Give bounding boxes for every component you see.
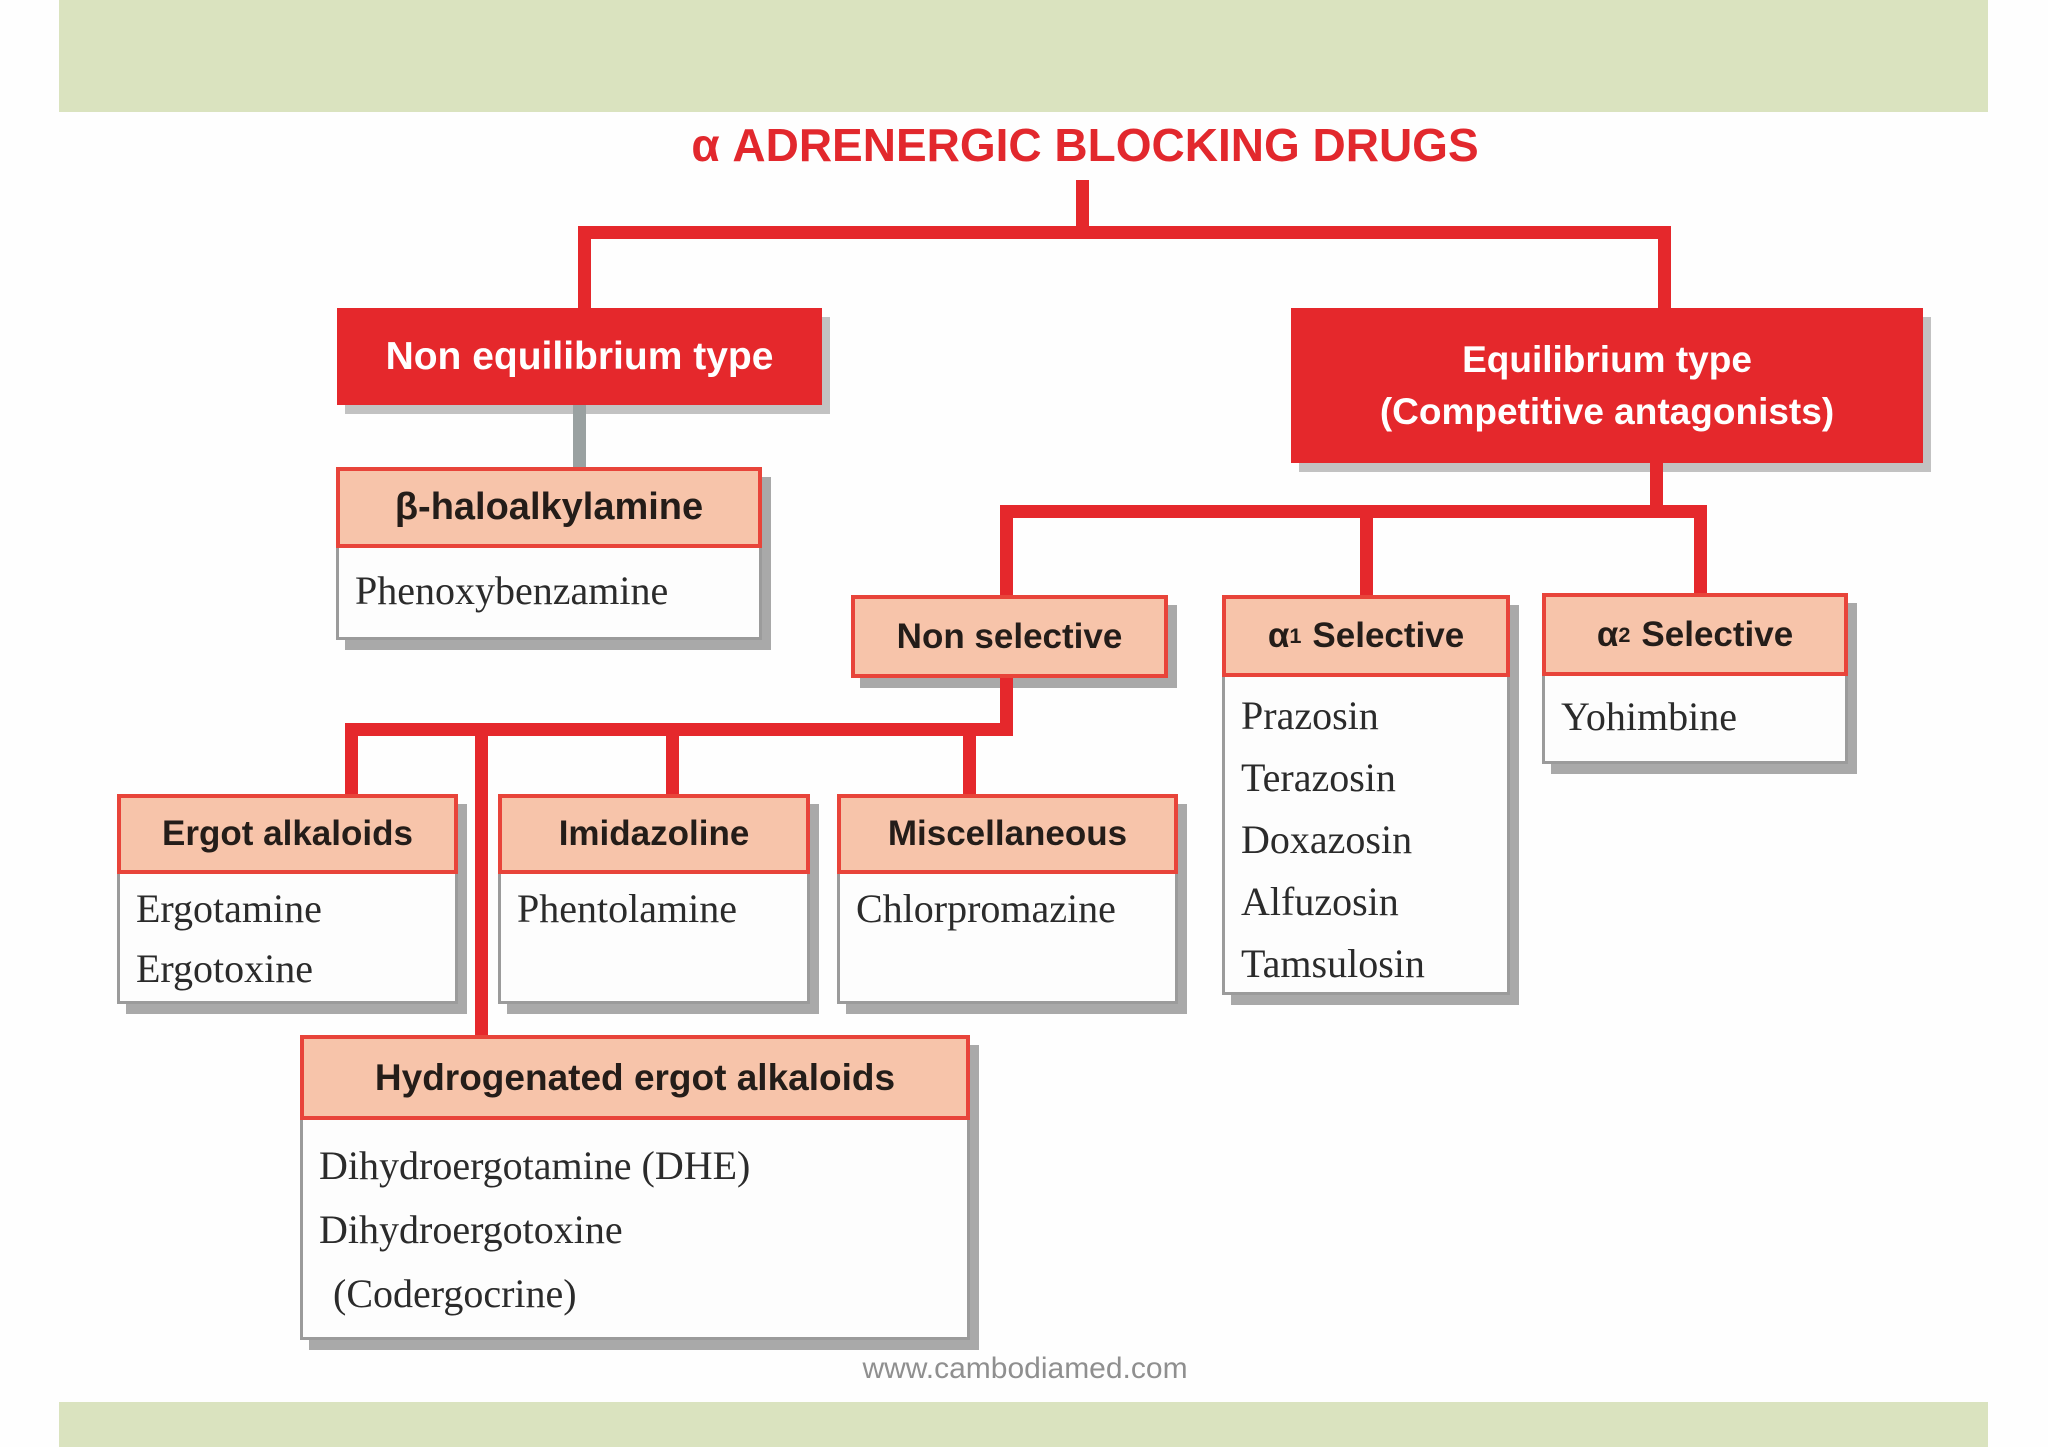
node-drug-list: Dihydroergotamine (DHE) Dihydroergotoxin… [300, 1120, 970, 1340]
connector-drop-hydrogenated [475, 723, 488, 1039]
watermark-url: www.cambodiamed.com [862, 1352, 1188, 1385]
drug-item: Ergotoxine [136, 946, 314, 991]
node-imidazoline: Imidazoline Phentolamine [498, 794, 810, 1004]
header-label: Imidazoline [558, 814, 750, 853]
connector-drop-non-selective [1000, 505, 1013, 597]
node-header: Non selective [851, 595, 1168, 678]
alpha-subscript: 2 [1618, 621, 1631, 647]
header-label: Non selective [896, 616, 1123, 656]
top-green-band [59, 0, 1988, 112]
header-label: Selective [1641, 614, 1794, 654]
node-non-selective: Non selective [851, 595, 1168, 678]
node-label: Non equilibrium type [385, 334, 774, 378]
drug-item: Phenoxybenzamine [355, 568, 669, 613]
drug-item: Prazosin [1241, 693, 1379, 738]
alpha-subscript: 1 [1289, 623, 1302, 648]
drug-item: Doxazosin [1241, 817, 1413, 862]
node-non-equilibrium-type: Non equilibrium type [337, 308, 822, 405]
node-header: Hydrogenated ergot alkaloids [300, 1035, 970, 1120]
node-miscellaneous: Miscellaneous Chlorpromazine [837, 794, 1178, 1004]
node-equilibrium-type: Equilibrium type (Competitive antagonist… [1291, 308, 1923, 463]
drug-item: Phentolamine [517, 886, 737, 931]
node-header: Imidazoline [498, 794, 810, 874]
node-drug-list: Yohimbine [1542, 676, 1848, 764]
drug-item: Ergotamine [136, 886, 322, 931]
node-hydrogenated-ergot-alkaloids: Hydrogenated ergot alkaloids Dihydroergo… [300, 1035, 970, 1340]
header-label: β-haloalkylamine [394, 486, 704, 528]
drug-item: Dihydroergotamine (DHE) [319, 1143, 751, 1188]
header-label: Hydrogenated ergot alkaloids [374, 1056, 896, 1098]
connector-drop-ergot [345, 723, 358, 796]
node-ergot-alkaloids: Ergot alkaloids Ergotamine Ergotoxine [117, 794, 458, 1004]
drug-item: Tamsulosin [1241, 941, 1425, 986]
connector-non-selective-stub [1000, 678, 1013, 735]
node-drug-list: Prazosin Terazosin Doxazosin Alfuzosin T… [1222, 677, 1510, 995]
connector-root-stub [1076, 180, 1089, 228]
connector-drop-imidazoline [666, 723, 679, 796]
header-label: Selective [1312, 616, 1465, 655]
connector-level3-hbar [345, 723, 1013, 736]
alpha-symbol: α [1596, 614, 1619, 654]
drug-item: Dihydroergotoxine [319, 1207, 623, 1252]
drug-item: Yohimbine [1561, 694, 1737, 739]
header-label: Miscellaneous [887, 814, 1128, 853]
node-label-line2: (Competitive antagonists) [1379, 390, 1835, 432]
bottom-green-band [59, 1402, 1988, 1447]
node-header: β-haloalkylamine [336, 467, 762, 548]
drug-item: Terazosin [1241, 755, 1396, 800]
node-header: Miscellaneous [837, 794, 1178, 874]
connector-level1-left-drop [578, 226, 591, 312]
connector-level1-right-drop [1658, 226, 1671, 312]
alpha-symbol: α [1267, 616, 1290, 655]
node-drug-list: Chlorpromazine [837, 874, 1178, 1004]
drug-item: Alfuzosin [1241, 879, 1399, 924]
drug-item: Chlorpromazine [856, 886, 1116, 931]
connector-level1-hbar [578, 226, 1671, 239]
connector-gray-stub [573, 405, 586, 469]
node-drug-list: Phentolamine [498, 874, 810, 1004]
connector-drop-alpha2 [1694, 505, 1707, 595]
connector-level2-hbar [1000, 505, 1707, 518]
node-header: Ergot alkaloids [117, 794, 458, 874]
page-title: α ADRENERGIC BLOCKING DRUGS [691, 119, 1479, 171]
drug-item: (Codergocrine) [333, 1271, 577, 1316]
node-drug-list: Ergotamine Ergotoxine [117, 874, 458, 1004]
node-beta-haloalkylamine: β-haloalkylamine Phenoxybenzamine [336, 467, 762, 640]
connector-drop-miscellaneous [963, 723, 976, 796]
node-label-line1: Equilibrium type [1462, 338, 1752, 380]
connector-equilibrium-stub [1650, 461, 1663, 515]
node-drug-list: Phenoxybenzamine [336, 548, 762, 640]
header-label: Ergot alkaloids [162, 814, 413, 853]
connector-drop-alpha1 [1360, 505, 1373, 597]
